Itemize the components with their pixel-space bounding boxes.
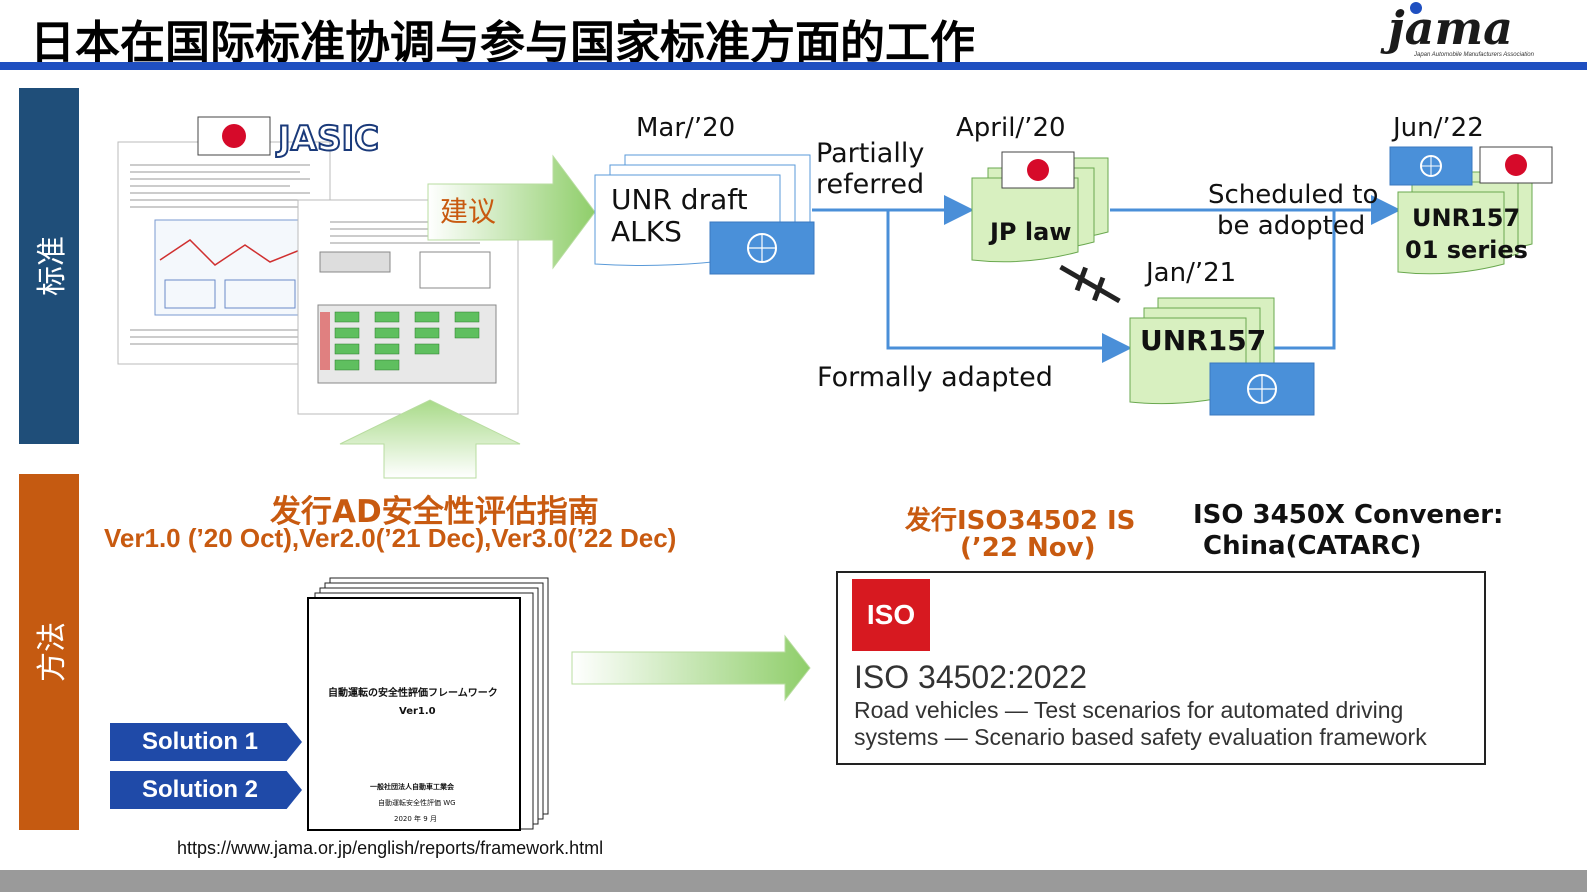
reference-url[interactable]: https://www.jama.or.jp/english/reports/f… (177, 838, 604, 858)
solution-2-button[interactable]: Solution 2 (110, 771, 302, 809)
guideline-title: 发行AD安全性评估指南 (270, 494, 599, 530)
jasic-logo-text: JASIC (276, 119, 379, 159)
sidebar-standard: 标准 (19, 88, 79, 444)
line-unr157-to-01 (1274, 210, 1336, 350)
guideline-versions: Ver1.0 (’20 Oct),Ver2.0(’21 Dec),Ver3.0(… (104, 523, 677, 553)
solution-1-button[interactable]: Solution 1 (110, 723, 302, 761)
solution-1-label: Solution 1 (142, 728, 258, 755)
booklet-org: 一般社団法人自動車工業会 (370, 783, 454, 791)
date-apr20: April/’20 (956, 113, 1066, 143)
solution-2-label: Solution 2 (142, 776, 258, 803)
sidebar-method: 方法 (19, 474, 79, 830)
partially-referred-1: Partially (816, 138, 925, 169)
unr157-01-label-1: UNR157 (1412, 204, 1521, 232)
jama-logo-subtitle: Japan Automobile Manufacturers Associati… (1413, 52, 1535, 58)
iso-standard-number: ISO 34502:2022 (854, 659, 1088, 695)
jp-law-label: JP law (990, 218, 1072, 246)
iso-issue-line2: (’22 Nov) (960, 533, 1096, 563)
date-jan21: Jan/’21 (1146, 258, 1237, 288)
iso-standard-card: ISO ISO 34502:2022 Road vehicles — Test … (836, 571, 1486, 765)
footer-bar (0, 870, 1587, 892)
unr-draft-label-1: UNR draft (611, 183, 748, 216)
japan-flag-icon (197, 116, 271, 156)
partially-referred-2: referred (816, 169, 925, 200)
guideline-booklet (307, 577, 549, 831)
iso-arrow (571, 634, 811, 702)
convener-line2: China(CATARC) (1203, 531, 1422, 561)
scheduled-label-1: Scheduled to (1208, 180, 1379, 210)
unr-draft-label-2: ALKS (611, 215, 682, 248)
unr157-label: UNR157 (1140, 324, 1267, 357)
scheduled-label-2: be adopted (1217, 211, 1366, 241)
crossed-link-icon (1059, 264, 1121, 304)
iso-description-1: Road vehicles — Test scenarios for autom… (854, 697, 1404, 723)
jama-logo: jama Japan Automobile Manufacturers Asso… (1380, 0, 1560, 60)
booklet-date: 2020 年 9 月 (394, 815, 437, 823)
iso-logo-text: ISO (866, 599, 916, 630)
date-jun22: Jun/’22 (1393, 113, 1484, 143)
proposal-arrow-label: 建议 (440, 195, 497, 228)
un-flag-icon (709, 221, 815, 275)
un-flag-icon-jun22 (1389, 146, 1473, 186)
booklet-title: 自動運転の安全性評価フレームワーク (328, 688, 498, 699)
proposal-arrow (427, 154, 596, 270)
header-divider (0, 62, 1587, 70)
japan-flag-icon-jplaw (1001, 151, 1075, 189)
booklet-wg: 自動運転安全性評価 WG (378, 799, 456, 807)
formally-adapted-label: Formally adapted (817, 362, 1053, 393)
japan-flag-icon-jun22 (1479, 146, 1553, 184)
date-mar20: Mar/’20 (636, 113, 736, 143)
unr157-01-document (1397, 171, 1533, 275)
iso-logo: ISO (852, 579, 930, 651)
booklet-version: Ver1.0 (399, 706, 436, 717)
un-flag-icon-jan21 (1209, 362, 1315, 416)
line-draft-to-unr157 (886, 210, 1132, 363)
jasic-logo: JASIC (275, 118, 380, 160)
iso-description-2: systems — Scenario based safety evaluati… (854, 724, 1427, 750)
iso-issue-line1: 发行ISO34502 IS (905, 506, 1136, 536)
convener-line1: ISO 3450X Convener: (1193, 500, 1504, 530)
guideline-up-arrow (339, 399, 521, 479)
proposal-document-1 (117, 141, 331, 365)
page-title: 日本在国际标准协调与参与国家标准方面的工作 (30, 16, 976, 69)
unr157-01-label-2: 01 series (1405, 236, 1528, 264)
svg-text:jama: jama (1380, 1, 1513, 55)
